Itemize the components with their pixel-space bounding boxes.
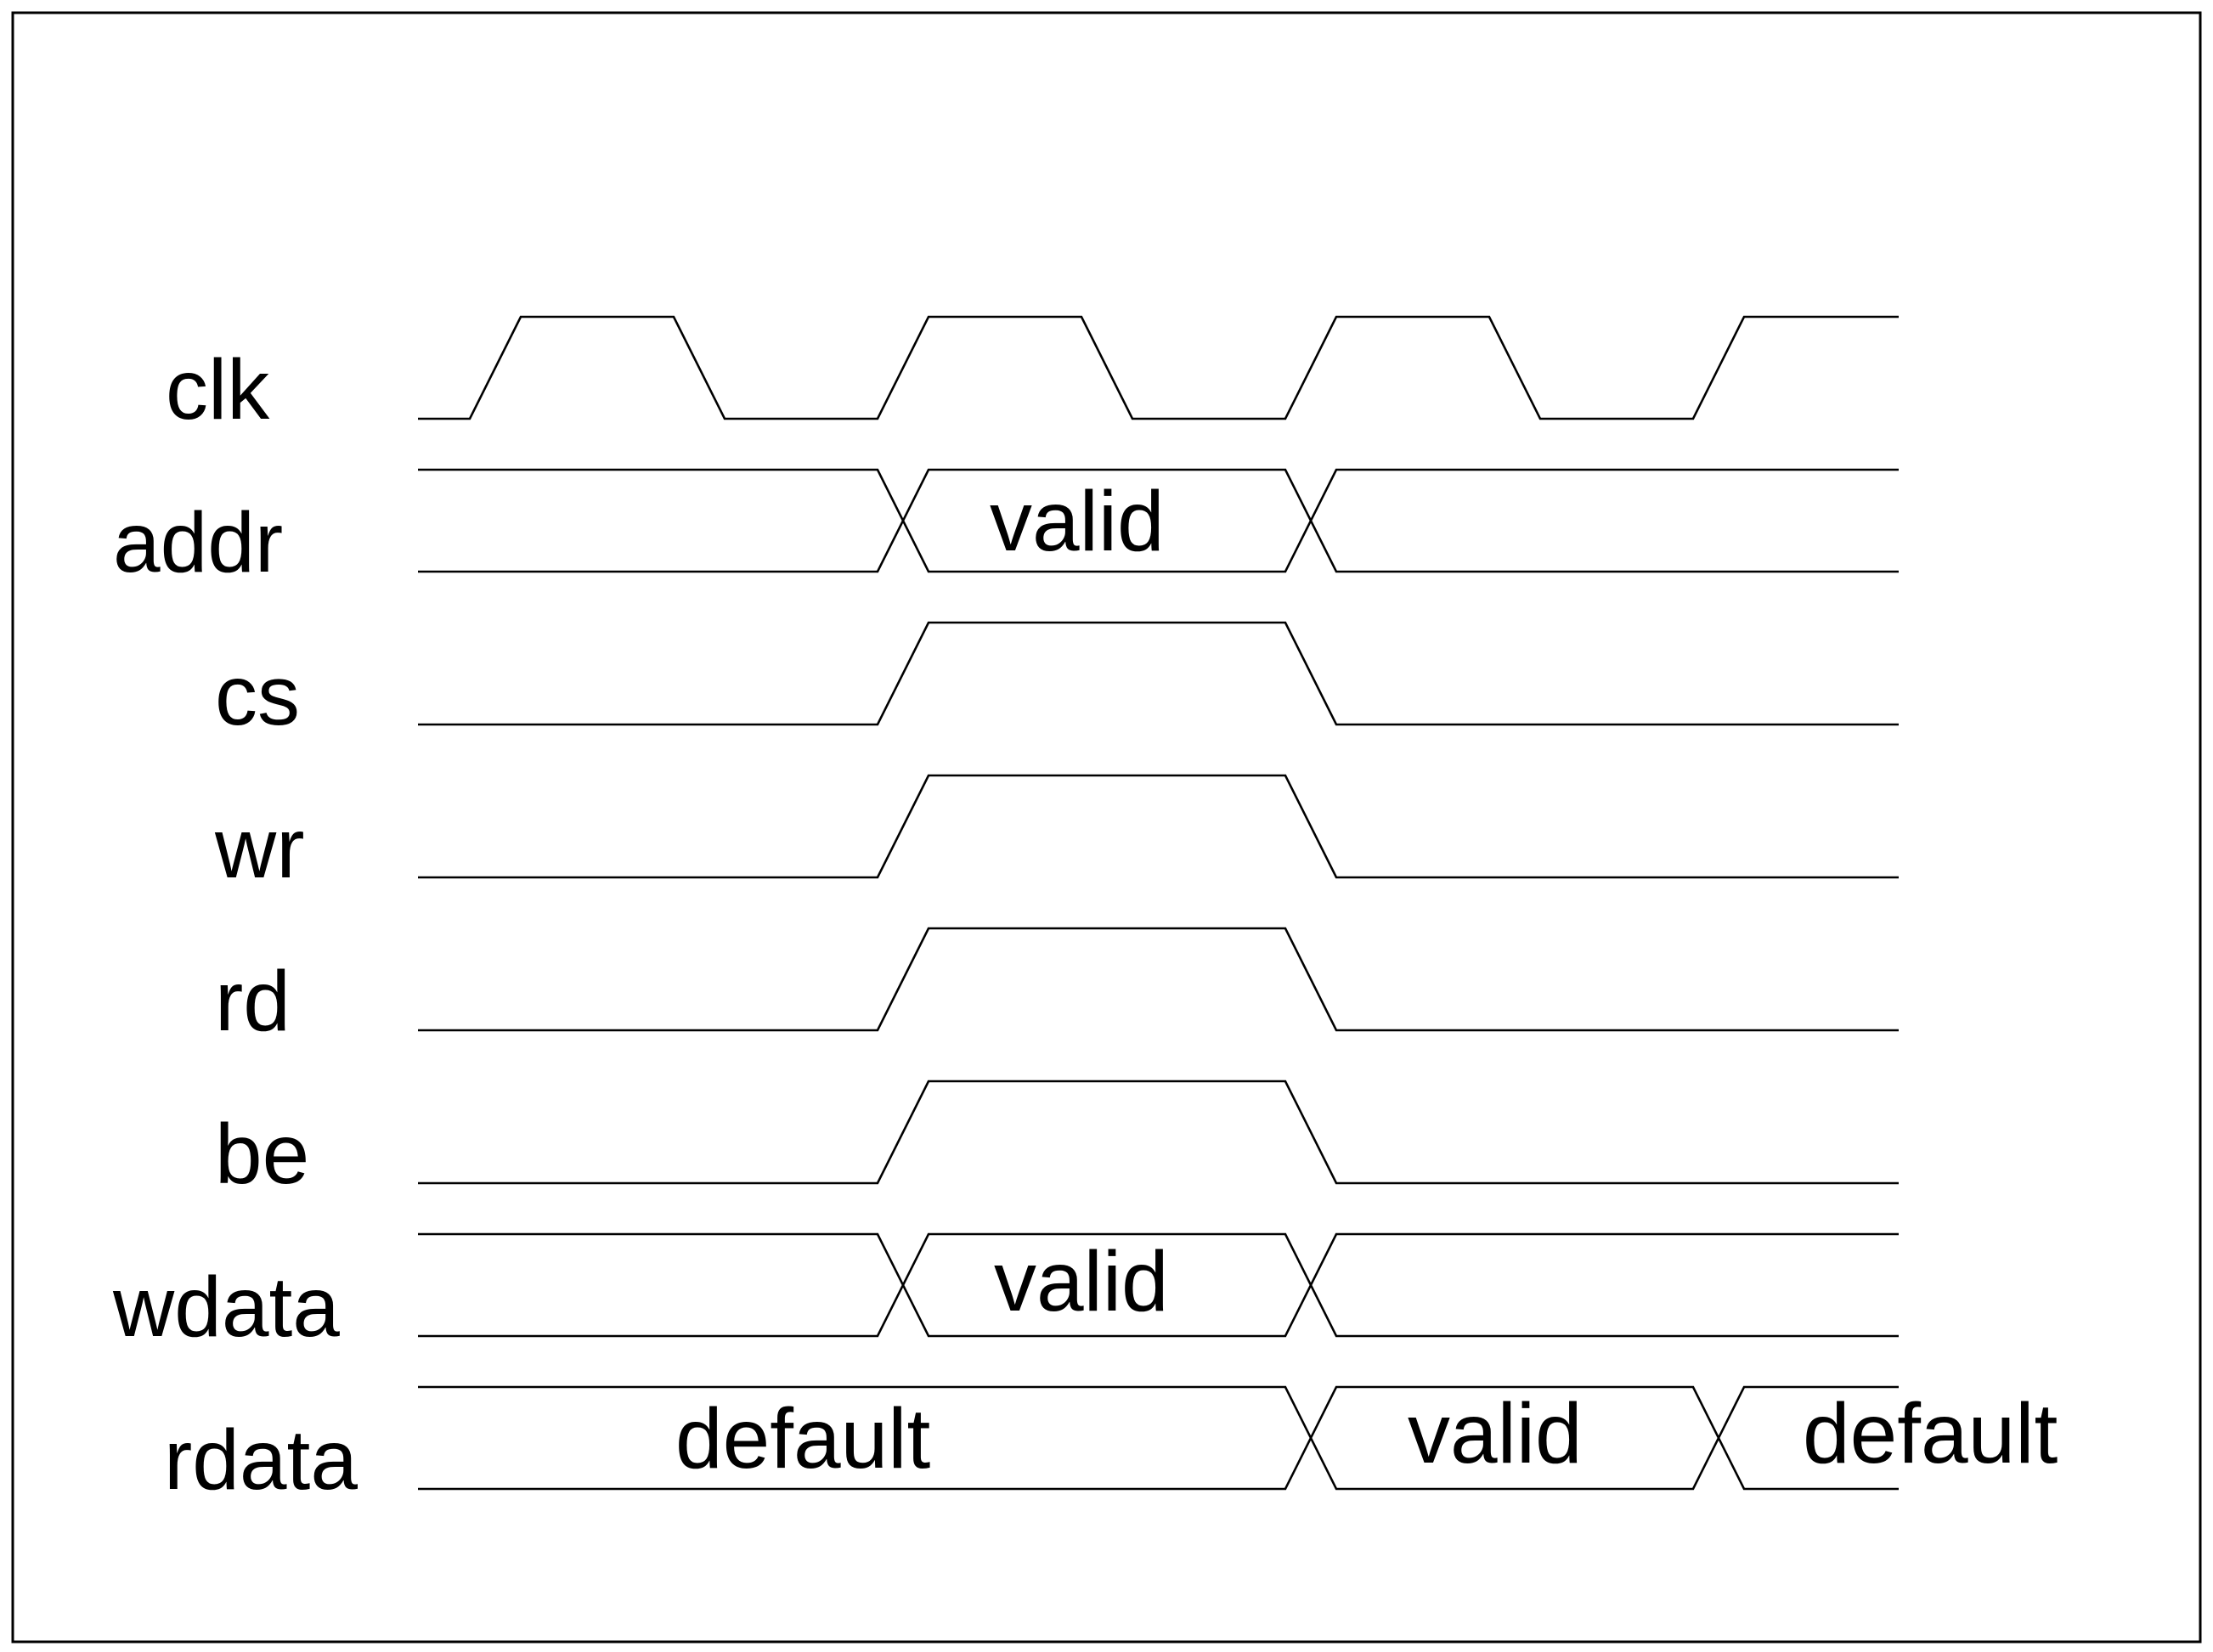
rdata-waveform [418, 1385, 1899, 1491]
signal-label-rdata: rdata [164, 1412, 358, 1508]
signal-addr: addr valid [113, 468, 1899, 590]
wdata-segment-label: valid [994, 1234, 1169, 1329]
clk-waveform [418, 315, 1899, 420]
signal-rdata: rdata default valid default [164, 1385, 2058, 1508]
addr-segment-label: valid [990, 474, 1165, 569]
diagram-frame [11, 11, 2202, 1644]
signal-cs: cs [215, 621, 1899, 743]
be-waveform [418, 1080, 1899, 1185]
signal-label-addr: addr [113, 495, 283, 590]
rdata-segment-label-1: default [675, 1391, 930, 1486]
signal-label-cs: cs [215, 648, 300, 743]
signal-label-rd: rd [215, 954, 291, 1049]
rdata-segment-label-2: valid [1408, 1386, 1583, 1481]
rdata-segment-label-3: default [1803, 1386, 2058, 1481]
cs-waveform [418, 621, 1899, 726]
signal-rd: rd [215, 927, 1899, 1049]
rd-waveform [418, 927, 1899, 1032]
signal-label-wr: wr [214, 801, 305, 896]
signal-label-clk: clk [166, 342, 270, 437]
signal-label-wdata: wdata [112, 1260, 340, 1355]
wdata-waveform [418, 1232, 1899, 1338]
signal-be: be [215, 1080, 1899, 1202]
wr-waveform [418, 774, 1899, 879]
signal-wdata: wdata valid [112, 1232, 1899, 1355]
signal-label-be: be [215, 1107, 309, 1202]
signal-clk: clk [166, 315, 1899, 437]
addr-waveform [418, 468, 1899, 573]
signal-wr: wr [214, 774, 1899, 896]
